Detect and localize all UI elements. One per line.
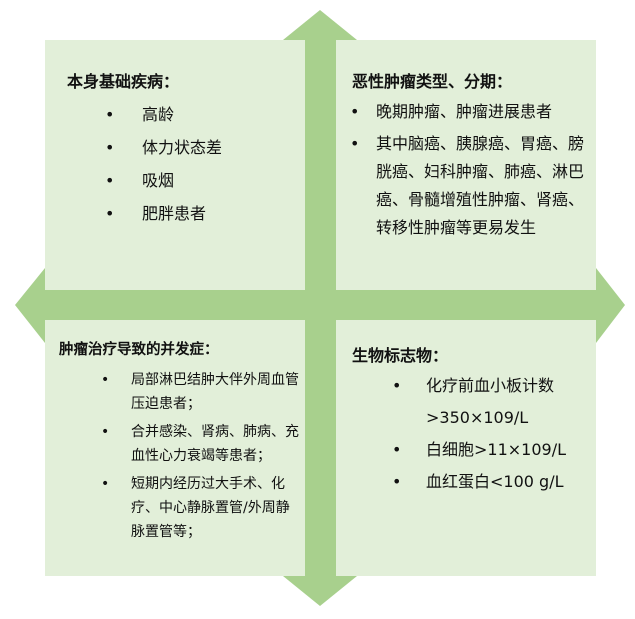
list-item: 白细胞>11×109/L	[392, 434, 592, 466]
list-item: 其中脑癌、胰腺癌、胃癌、膀胱癌、妇科肿瘤、肺癌、淋巴癌、骨髓增殖性肿瘤、肾癌、转…	[350, 130, 590, 242]
biomarker-list: 化疗前血小板计数>350×109/L 白细胞>11×109/L 血红蛋白<100…	[392, 370, 592, 498]
treatment-complication-list: 局部淋巴结肿大伴外周血管压迫患者； 合并感染、肾病、肺病、充血性心力衰竭等患者；…	[101, 368, 301, 548]
list-item: 高龄	[105, 98, 222, 131]
list-item: 短期内经历过大手术、化疗、中心静脉置管/外周静脉置管等；	[101, 472, 301, 544]
biomarker-title: 生物标志物：	[352, 346, 449, 365]
list-item: 晚期肿瘤、肿瘤进展患者	[350, 98, 590, 126]
tumor-type-title: 恶性肿瘤类型、分期：	[352, 72, 513, 91]
treatment-complication-panel: 肿瘤治疗导致的并发症： 局部淋巴结肿大伴外周血管压迫患者； 合并感染、肾病、肺病…	[45, 320, 305, 576]
list-item: 局部淋巴结肿大伴外周血管压迫患者；	[101, 368, 301, 416]
tumor-type-panel: 恶性肿瘤类型、分期： 晚期肿瘤、肿瘤进展患者 其中脑癌、胰腺癌、胃癌、膀胱癌、妇…	[336, 40, 596, 290]
basic-disease-list: 高龄 体力状态差 吸烟 肥胖患者	[105, 98, 222, 230]
treatment-complication-title: 肿瘤治疗导致的并发症：	[59, 342, 219, 358]
list-item: 吸烟	[105, 164, 222, 197]
list-item: 肥胖患者	[105, 197, 222, 230]
list-item: 体力状态差	[105, 131, 222, 164]
list-item: 血红蛋白<100 g/L	[392, 466, 592, 498]
list-item: 化疗前血小板计数>350×109/L	[392, 370, 592, 434]
tumor-type-list: 晚期肿瘤、肿瘤进展患者 其中脑癌、胰腺癌、胃癌、膀胱癌、妇科肿瘤、肺癌、淋巴癌、…	[350, 98, 590, 246]
biomarker-panel: 生物标志物： 化疗前血小板计数>350×109/L 白细胞>11×109/L 血…	[336, 320, 596, 576]
list-item: 合并感染、肾病、肺病、充血性心力衰竭等患者；	[101, 420, 301, 468]
basic-disease-title: 本身基础疾病：	[67, 72, 180, 91]
basic-disease-panel: 本身基础疾病： 高龄 体力状态差 吸烟 肥胖患者	[45, 40, 305, 290]
